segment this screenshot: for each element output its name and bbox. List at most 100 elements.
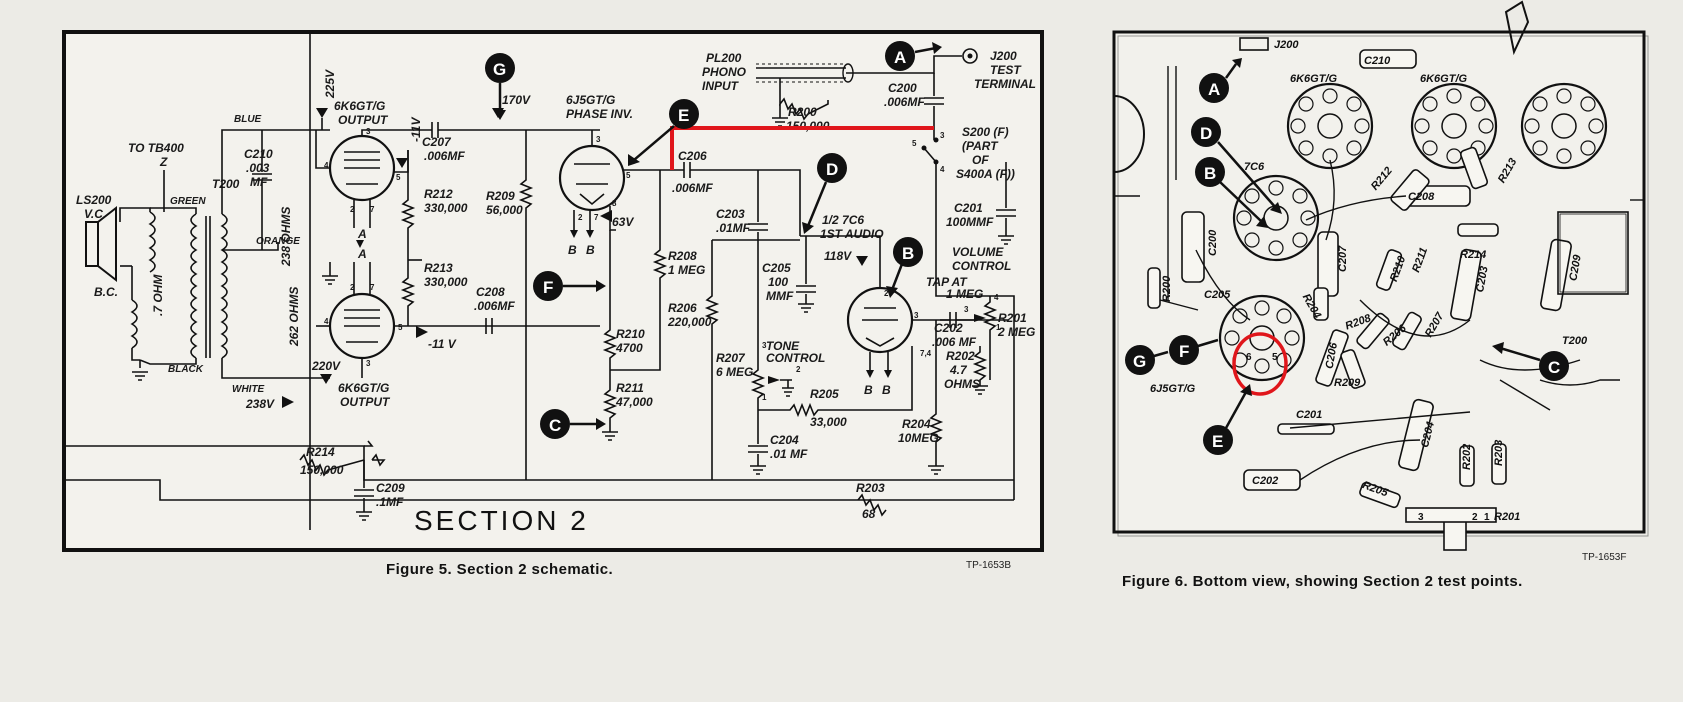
coupling-network: C207 .006MF R212 330,000 R213 330,000 C2…: [400, 122, 600, 334]
test-point-b[interactable]: B: [886, 237, 923, 298]
svg-text:D: D: [826, 160, 838, 179]
tube-6j5-phase-inv: 6J5GT/G PHASE INV. 3 5 2 7 8 B B: [558, 93, 660, 257]
f6-c210-body: [1359, 49, 1417, 69]
f6-c201-body: [1277, 423, 1335, 435]
f6-r212-body: [1390, 169, 1430, 211]
socket-6k6-left: 6K6GT/G: [1286, 73, 1374, 170]
socket-6j5: 6J5GT/G: [1150, 294, 1306, 395]
v170-label: 170V: [502, 93, 531, 107]
svg-text:A: A: [1208, 80, 1220, 99]
svg-text:R203: R203: [1493, 440, 1505, 466]
svg-text:3: 3: [366, 127, 371, 136]
f6-test-point-b[interactable]: B: [1195, 157, 1268, 228]
svg-text:C203: C203: [1474, 265, 1490, 293]
svg-text:E: E: [1212, 432, 1223, 451]
r214-label: R214: [306, 445, 335, 459]
s200-label: S200 (F): [962, 125, 1009, 139]
orange-label: ORANGE: [256, 236, 300, 247]
svg-text:R200: R200: [1161, 275, 1173, 302]
v225-label: 225V: [323, 69, 337, 99]
socket-left-partial: [1113, 95, 1145, 173]
c209-value: .1MF: [376, 495, 404, 509]
control-label: CONTROL: [952, 259, 1011, 273]
pl200-label: PL200: [706, 51, 742, 65]
c204-value: .01 MF: [770, 447, 808, 461]
tube-pib-label: PHASE INV.: [566, 107, 633, 121]
c210-value: .003: [246, 161, 270, 175]
v63-label: 63V: [612, 215, 634, 229]
f6-test-point-a[interactable]: A: [1199, 58, 1242, 103]
svg-text:C200: C200: [1207, 229, 1219, 256]
svg-text:7: 7: [370, 283, 375, 292]
c210-unit: MF: [250, 175, 268, 189]
svg-text:3: 3: [914, 311, 919, 320]
f6-test-point-f[interactable]: F: [1169, 335, 1219, 365]
svg-text:2: 2: [350, 283, 355, 292]
test-point-e[interactable]: E: [628, 99, 699, 166]
test-point-f[interactable]: F: [533, 271, 606, 301]
voltage-markers: 225V 220V 238V -11V -11 V 170V 63V 118V: [245, 32, 868, 530]
tap1meg-label: 1 MEG: [946, 287, 983, 301]
f6-c207-body: [1317, 231, 1339, 297]
svg-text:B: B: [902, 244, 914, 263]
f6-test-point-c[interactable]: C: [1492, 342, 1569, 381]
r201-label: R201: [998, 311, 1027, 325]
r206-label: R206: [668, 301, 697, 315]
vc-label: V.C.: [84, 207, 106, 221]
c203-label: C203: [716, 207, 745, 221]
c205-value2: MMF: [766, 289, 794, 303]
tube-a-b2: B: [882, 383, 891, 397]
ohm262-label: 262 OHMS: [287, 287, 301, 347]
svg-text:7: 7: [370, 205, 375, 214]
volume-label: VOLUME: [952, 245, 1004, 259]
input-label: INPUT: [702, 79, 740, 93]
f6-c206-body: [1315, 329, 1349, 387]
f6-test-point-g[interactable]: G: [1125, 345, 1169, 375]
socket-pins: [1224, 88, 1604, 374]
test-point-g[interactable]: G: [485, 53, 515, 120]
r202-label: R202: [946, 349, 975, 363]
svg-text:5: 5: [396, 173, 401, 182]
svg-text:3: 3: [596, 135, 601, 144]
svg-text:3: 3: [940, 131, 945, 140]
svg-text:C: C: [549, 416, 561, 435]
svg-text:T200: T200: [1562, 335, 1588, 347]
v118-label: 118V: [824, 249, 852, 263]
f6-test-point-d[interactable]: D: [1191, 117, 1282, 214]
svg-text:2: 2: [1472, 512, 1478, 523]
svg-text:1: 1: [1484, 512, 1490, 523]
svg-text:5: 5: [398, 323, 403, 332]
c208-value: .006MF: [474, 299, 515, 313]
to-tb400-label: TO TB400: [128, 141, 184, 155]
c210-label: C210: [244, 147, 273, 161]
svg-text:C206: C206: [1324, 341, 1341, 370]
c204-label: C204: [770, 433, 799, 447]
svg-text:5: 5: [912, 139, 917, 148]
figure5-caption: Figure 5. Section 2 schematic.: [386, 561, 613, 578]
black-label: BLACK: [168, 364, 204, 375]
svg-text:C201: C201: [1296, 409, 1322, 421]
r208-value: 1 MEG: [668, 263, 705, 277]
test-point-a[interactable]: A: [885, 41, 942, 71]
f6-test-point-e[interactable]: E: [1203, 384, 1252, 455]
tube-out2b-label: OUTPUT: [340, 395, 391, 409]
test-point-c[interactable]: C: [540, 409, 606, 439]
r211-label: R211: [616, 381, 644, 395]
resistor-r209: R209 56,000: [486, 130, 534, 480]
svg-text:C208: C208: [1408, 191, 1435, 203]
r214-value: 150,000: [300, 463, 344, 477]
svg-text:R202: R202: [1461, 444, 1473, 470]
test-label: TEST: [990, 63, 1022, 77]
f6-c203-body: [1450, 248, 1482, 322]
svg-text:8: 8: [612, 199, 617, 208]
c205-value1: 100: [768, 275, 788, 289]
c207-value: .006MF: [424, 149, 465, 163]
r213-label: R213: [424, 261, 453, 275]
tube-a-label: 1/2 7C6: [822, 213, 864, 227]
tone-control: TONE CONTROL R207 6 MEG 3 1 2 R205 33,00…: [716, 339, 913, 475]
test-point-d[interactable]: D: [802, 153, 847, 234]
svg-text:3: 3: [1418, 512, 1424, 523]
green-label: GREEN: [170, 196, 206, 207]
speaker-coils: .7 OHM: [119, 207, 165, 381]
